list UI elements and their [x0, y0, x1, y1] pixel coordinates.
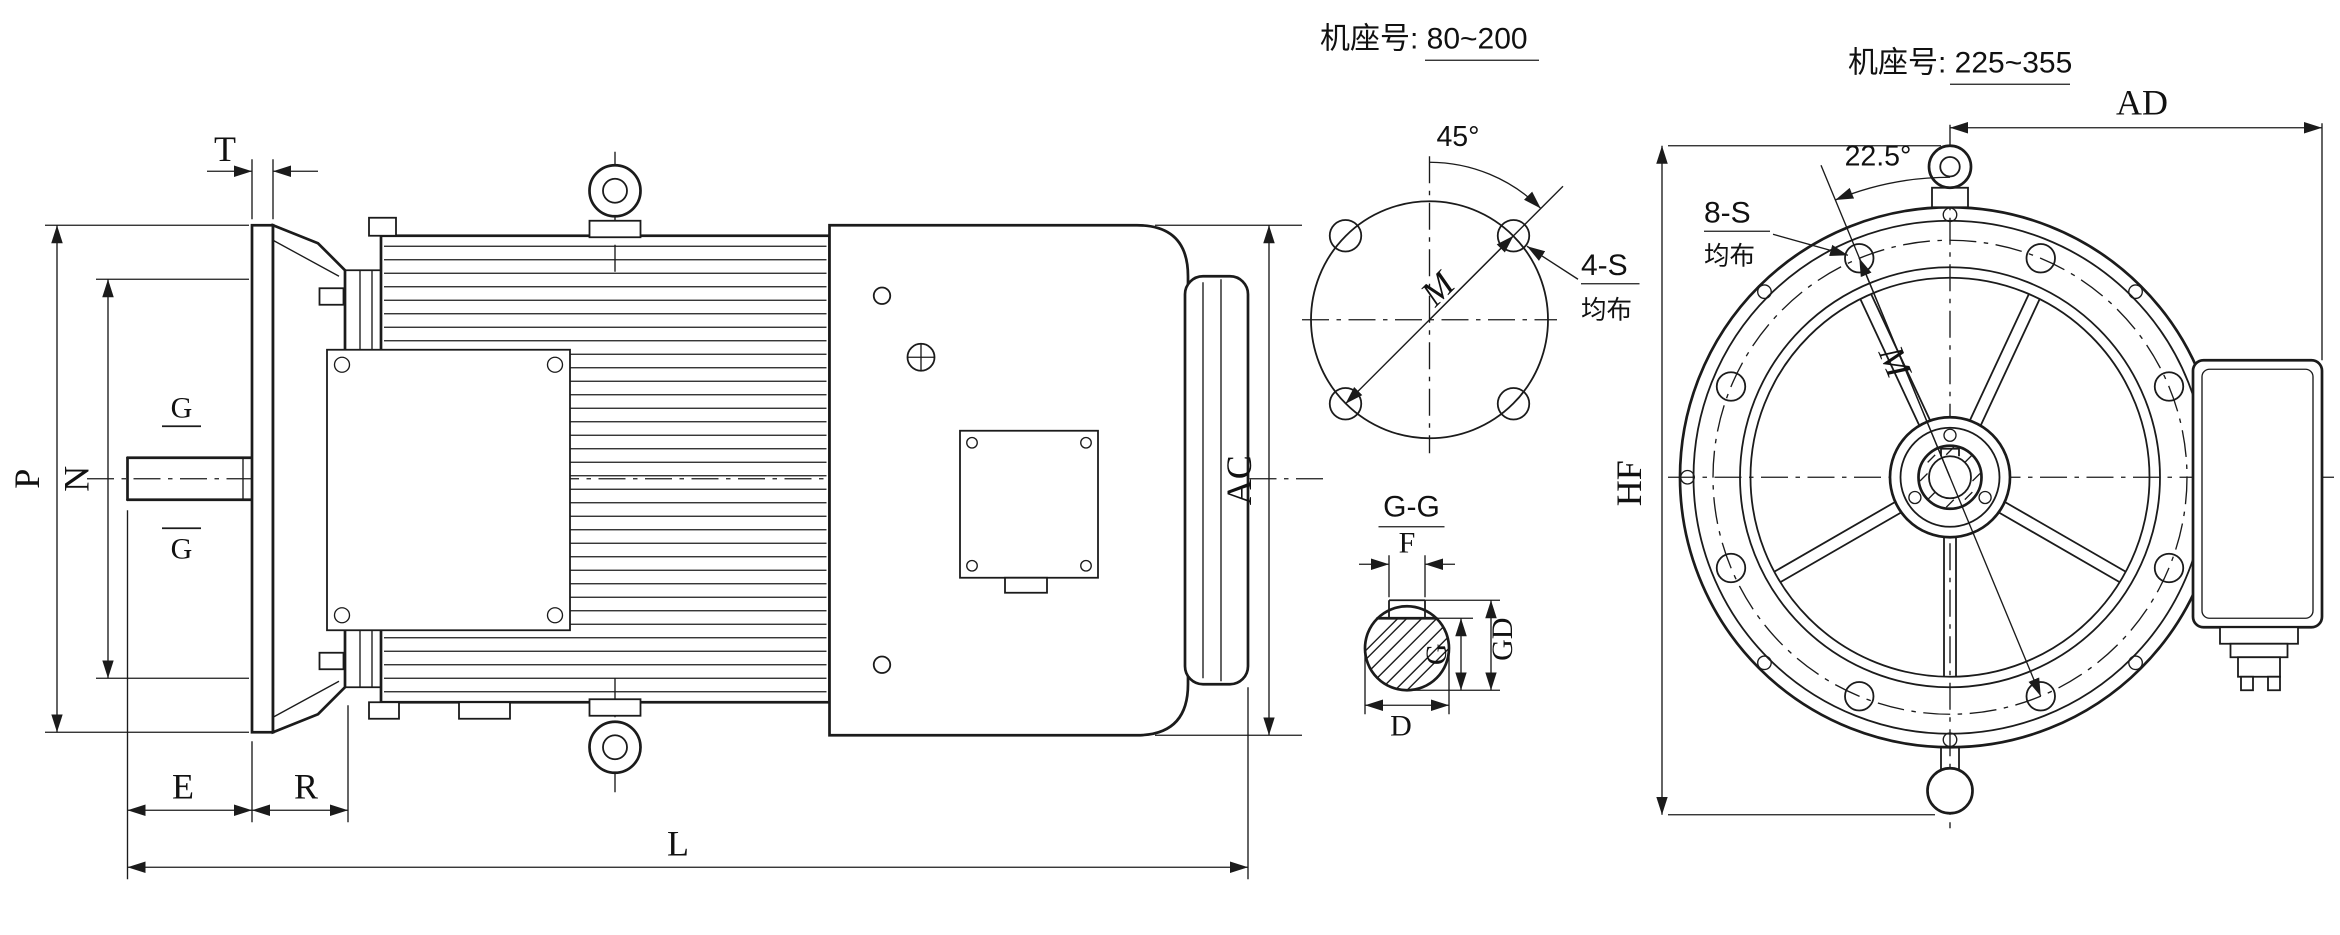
screw-head-icon — [872, 655, 892, 674]
shaft — [126, 456, 254, 502]
lifting-eye-top — [588, 151, 642, 274]
dim-N: N — [57, 278, 249, 679]
screw-head-icon — [872, 286, 892, 305]
dim-label-L: L — [667, 823, 689, 863]
end-bracket — [1183, 274, 1250, 686]
body-fins — [384, 245, 827, 693]
section-hatching — [1364, 617, 1450, 691]
distribution-label-8: 均布 — [1704, 242, 1755, 270]
dim-AD: AD — [1950, 82, 2323, 361]
distribution-label-4: 均布 — [1581, 296, 1632, 324]
bolt-holes — [1715, 243, 2185, 712]
dim-AC: AC — [1155, 224, 1302, 736]
dim-D: D — [1364, 654, 1450, 742]
front-view: 机座号: 225~355 — [1609, 46, 2334, 829]
dim-G-GD: G GD — [1407, 599, 1519, 691]
section-mark-g-top: G — [171, 391, 193, 424]
dim-T: T — [207, 129, 318, 220]
pitch-m-label-8: M — [1870, 339, 1920, 385]
dim-HF: HF — [1609, 145, 1941, 816]
dim-label-F: F — [1399, 526, 1416, 559]
frame-8hole-title: 机座号: 225~355 — [1848, 46, 2072, 79]
lifting-eye-bottom — [588, 678, 642, 793]
dim-label-G-section: G — [1420, 643, 1453, 665]
terminal-box — [2191, 358, 2324, 692]
dim-L: L — [127, 687, 1249, 880]
frame-4hole-title: 机座号: 80~200 — [1320, 22, 1528, 55]
shaft-section-diagram: G-G F — [1359, 490, 1519, 742]
bolt-pitch-circle — [1712, 239, 2188, 715]
terminal-housing — [828, 223, 1190, 737]
hole-count-8s-annotation: 8-S 均布 — [1704, 196, 1849, 270]
dim-label-N: N — [57, 466, 97, 492]
motor-body — [326, 216, 831, 720]
dim-label-HF: HF — [1609, 460, 1649, 506]
dim-label-P: P — [7, 469, 47, 489]
rim-screws — [1680, 207, 2220, 748]
dim-label-T: T — [214, 129, 236, 169]
angle-45-label: 45° — [1436, 121, 1479, 153]
dim-label-R: R — [294, 766, 318, 806]
angle-22-5-label: 22.5° — [1845, 140, 1912, 172]
front-lifting-eye — [1927, 144, 1973, 209]
bolt-circle-4-diagram: 机座号: 80~200 45° M 4-S 均布 — [1302, 22, 1640, 454]
side-view: G G — [7, 129, 1323, 880]
hole-count-8s-label: 8-S — [1704, 196, 1751, 229]
pitch-circle — [1310, 200, 1549, 440]
dim-label-AD: AD — [2116, 82, 2168, 122]
nameplate — [326, 348, 571, 632]
dim-label-AC: AC — [1219, 455, 1259, 505]
dim-label-D: D — [1390, 709, 1412, 742]
pendant — [1926, 747, 1974, 815]
dim-E-R: E R — [126, 510, 349, 880]
bolt-hole — [1496, 387, 1531, 421]
junction-plate — [959, 429, 1099, 579]
section-gg-title: G-G — [1383, 490, 1440, 523]
dim-P: P — [7, 224, 249, 733]
hole-count-4s-label: 4-S — [1581, 249, 1628, 282]
pitch-m-label-4: M — [1412, 263, 1464, 315]
section-cut-marks: G G — [162, 391, 201, 565]
dim-label-E: E — [172, 766, 194, 806]
section-mark-g-bottom: G — [171, 532, 193, 565]
cable-glands — [2219, 626, 2299, 692]
dim-F: F — [1359, 526, 1455, 598]
dim-label-GD: GD — [1486, 618, 1519, 661]
